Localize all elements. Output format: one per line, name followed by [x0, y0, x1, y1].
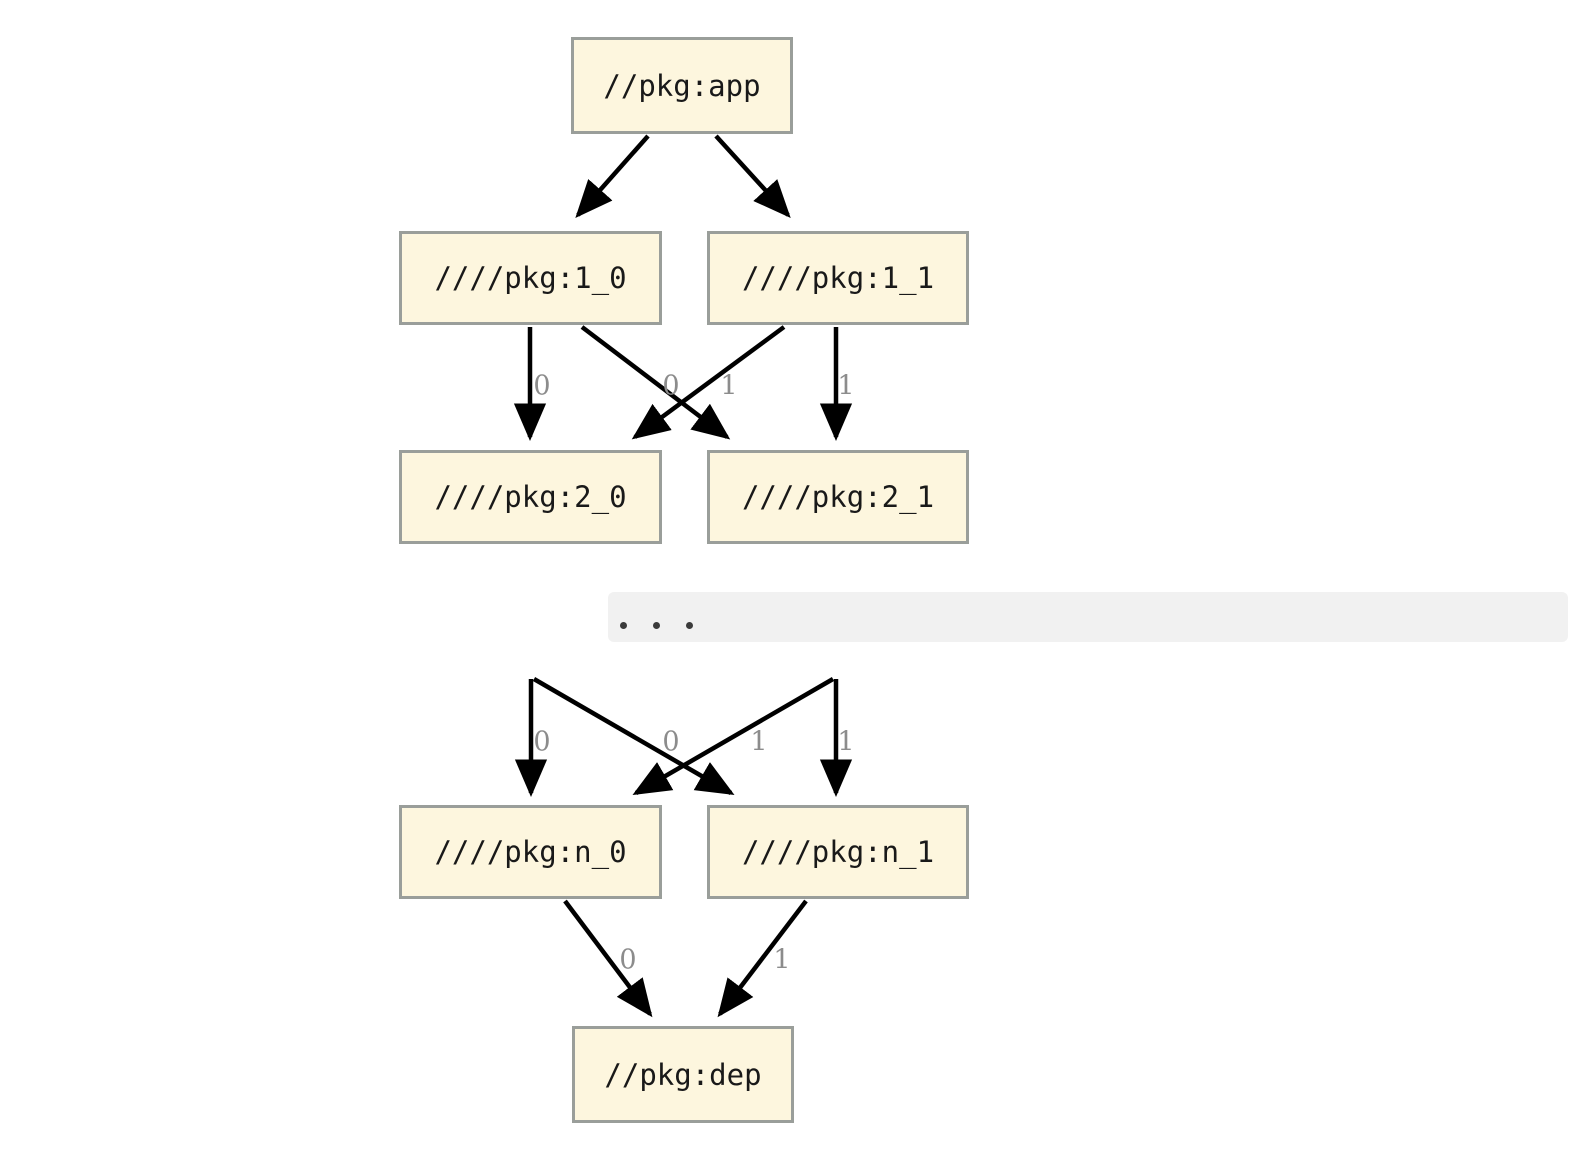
edge-n_1-to-dep [717, 899, 808, 1018]
node-label: ////pkg:2_1 [741, 480, 935, 514]
edge-label: 1 [750, 726, 768, 758]
edge-label: 1 [837, 370, 855, 402]
edge-app-to-1_1 [714, 134, 791, 218]
edge-app-to-1_0 [575, 134, 650, 219]
node-pkg-2_1[interactable]: ////pkg:2_1 [707, 450, 969, 544]
node-app[interactable]: //pkg:app [571, 37, 793, 134]
ellipsis-separator [608, 592, 1568, 642]
edge-dangling-left-to-n_1 [532, 677, 735, 796]
node-pkg-n_0[interactable]: ////pkg:n_0 [399, 805, 662, 899]
node-label: ////pkg:2_0 [434, 480, 627, 514]
edge-label: 0 [533, 726, 551, 758]
ellipsis-dot [686, 621, 693, 629]
edge-label: 1 [837, 726, 855, 758]
edge-label: 0 [662, 726, 680, 758]
node-label: //pkg:dep [604, 1057, 762, 1092]
edge-label: 0 [533, 370, 551, 402]
edge-label: 0 [619, 944, 637, 976]
edge-1_0-to-2_1 [580, 325, 731, 440]
node-pkg-1_0[interactable]: ////pkg:1_0 [399, 231, 662, 325]
edge-n_0-to-dep [563, 899, 653, 1018]
edge-label: 1 [773, 944, 791, 976]
ellipsis-icon [620, 621, 693, 629]
node-pkg-n_1[interactable]: ////pkg:n_1 [707, 805, 969, 899]
node-label: ////pkg:1_1 [741, 261, 935, 295]
ellipsis-dot [653, 621, 660, 629]
node-dep[interactable]: //pkg:dep [572, 1026, 794, 1123]
node-label: ////pkg:n_0 [434, 835, 627, 869]
node-pkg-2_0[interactable]: ////pkg:2_0 [399, 450, 662, 544]
edge-1_1-to-2_0 [631, 325, 786, 440]
edge-label: 1 [720, 370, 738, 402]
node-label: //pkg:app [603, 68, 761, 103]
edge-label: 0 [662, 370, 680, 402]
node-pkg-1_1[interactable]: ////pkg:1_1 [707, 231, 969, 325]
node-label: ////pkg:1_0 [434, 261, 627, 295]
ellipsis-dot [620, 621, 627, 629]
node-label: ////pkg:n_1 [741, 835, 935, 869]
edge-dangling-right-to-n_0 [632, 677, 835, 796]
